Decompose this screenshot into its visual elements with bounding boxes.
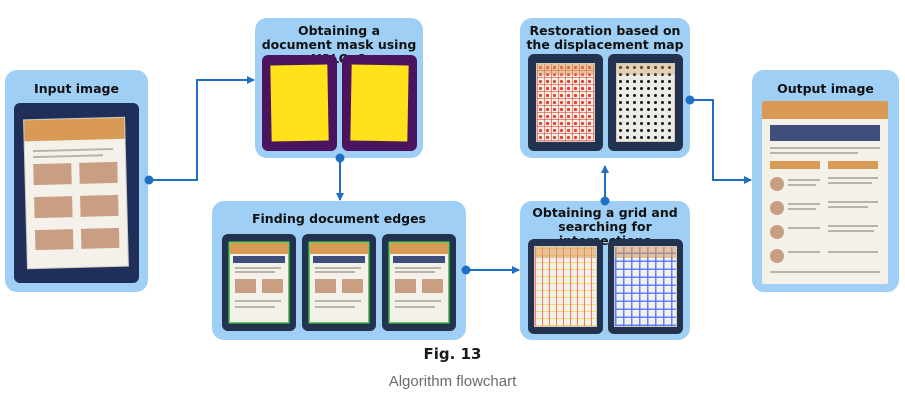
input-image [14,103,139,283]
mask-image-1 [262,55,337,151]
panel-restore-title: Restoration based on the displacement ma… [526,23,684,52]
panel-mask: Obtaining a document mask using YOLOv8 [255,18,423,158]
output-image [762,101,888,284]
restore-image-2 [608,54,683,151]
grid-image-1 [528,239,603,334]
panel-input: Input image [5,70,148,292]
grid-image-2 [608,239,683,334]
panel-edges-title: Finding document edges [251,211,427,226]
restore-image-1 [528,54,603,151]
panel-input-title: Input image [34,81,119,96]
panel-output: Output image [752,70,899,292]
panel-edges: Finding document edges [212,201,466,340]
figure-caption: Algorithm flowchart [388,373,517,390]
edges-image-3 [382,234,456,331]
edges-image-2 [302,234,376,331]
panel-grid: Obtaining a grid and searching for inter… [520,201,690,340]
connector-input-to-mask [148,76,255,181]
panel-output-title: Output image [777,81,874,96]
connector-restore-to-output [690,99,752,184]
figure-number: Fig. 13 [423,345,482,363]
mask-image-2 [342,55,417,151]
panel-restore: Restoration based on the displacement ma… [520,18,690,158]
edges-image-1 [222,234,296,331]
